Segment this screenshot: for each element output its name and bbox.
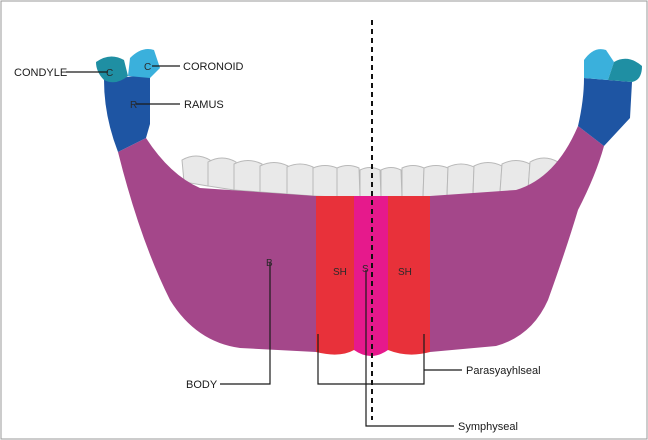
body-label: BODY bbox=[186, 379, 218, 391]
parasymphyseal-label: Parasyayhlseal bbox=[466, 365, 541, 377]
coronoid-code: C bbox=[144, 62, 151, 73]
condyle-code: C bbox=[106, 68, 113, 79]
body-code: B bbox=[266, 258, 273, 269]
ramus-label: RAMUS bbox=[184, 99, 224, 111]
parasymphyseal-right-code: SH bbox=[398, 267, 412, 278]
symphyseal-label: Symphyseal bbox=[458, 421, 518, 433]
symphysis-code: S bbox=[362, 264, 369, 275]
parasymphyseal-left-code: SH bbox=[333, 267, 347, 278]
condyle-label: CONDYLE bbox=[14, 67, 67, 79]
coronoid-label: CORONOID bbox=[183, 61, 244, 73]
ramus-code: R bbox=[130, 100, 137, 111]
